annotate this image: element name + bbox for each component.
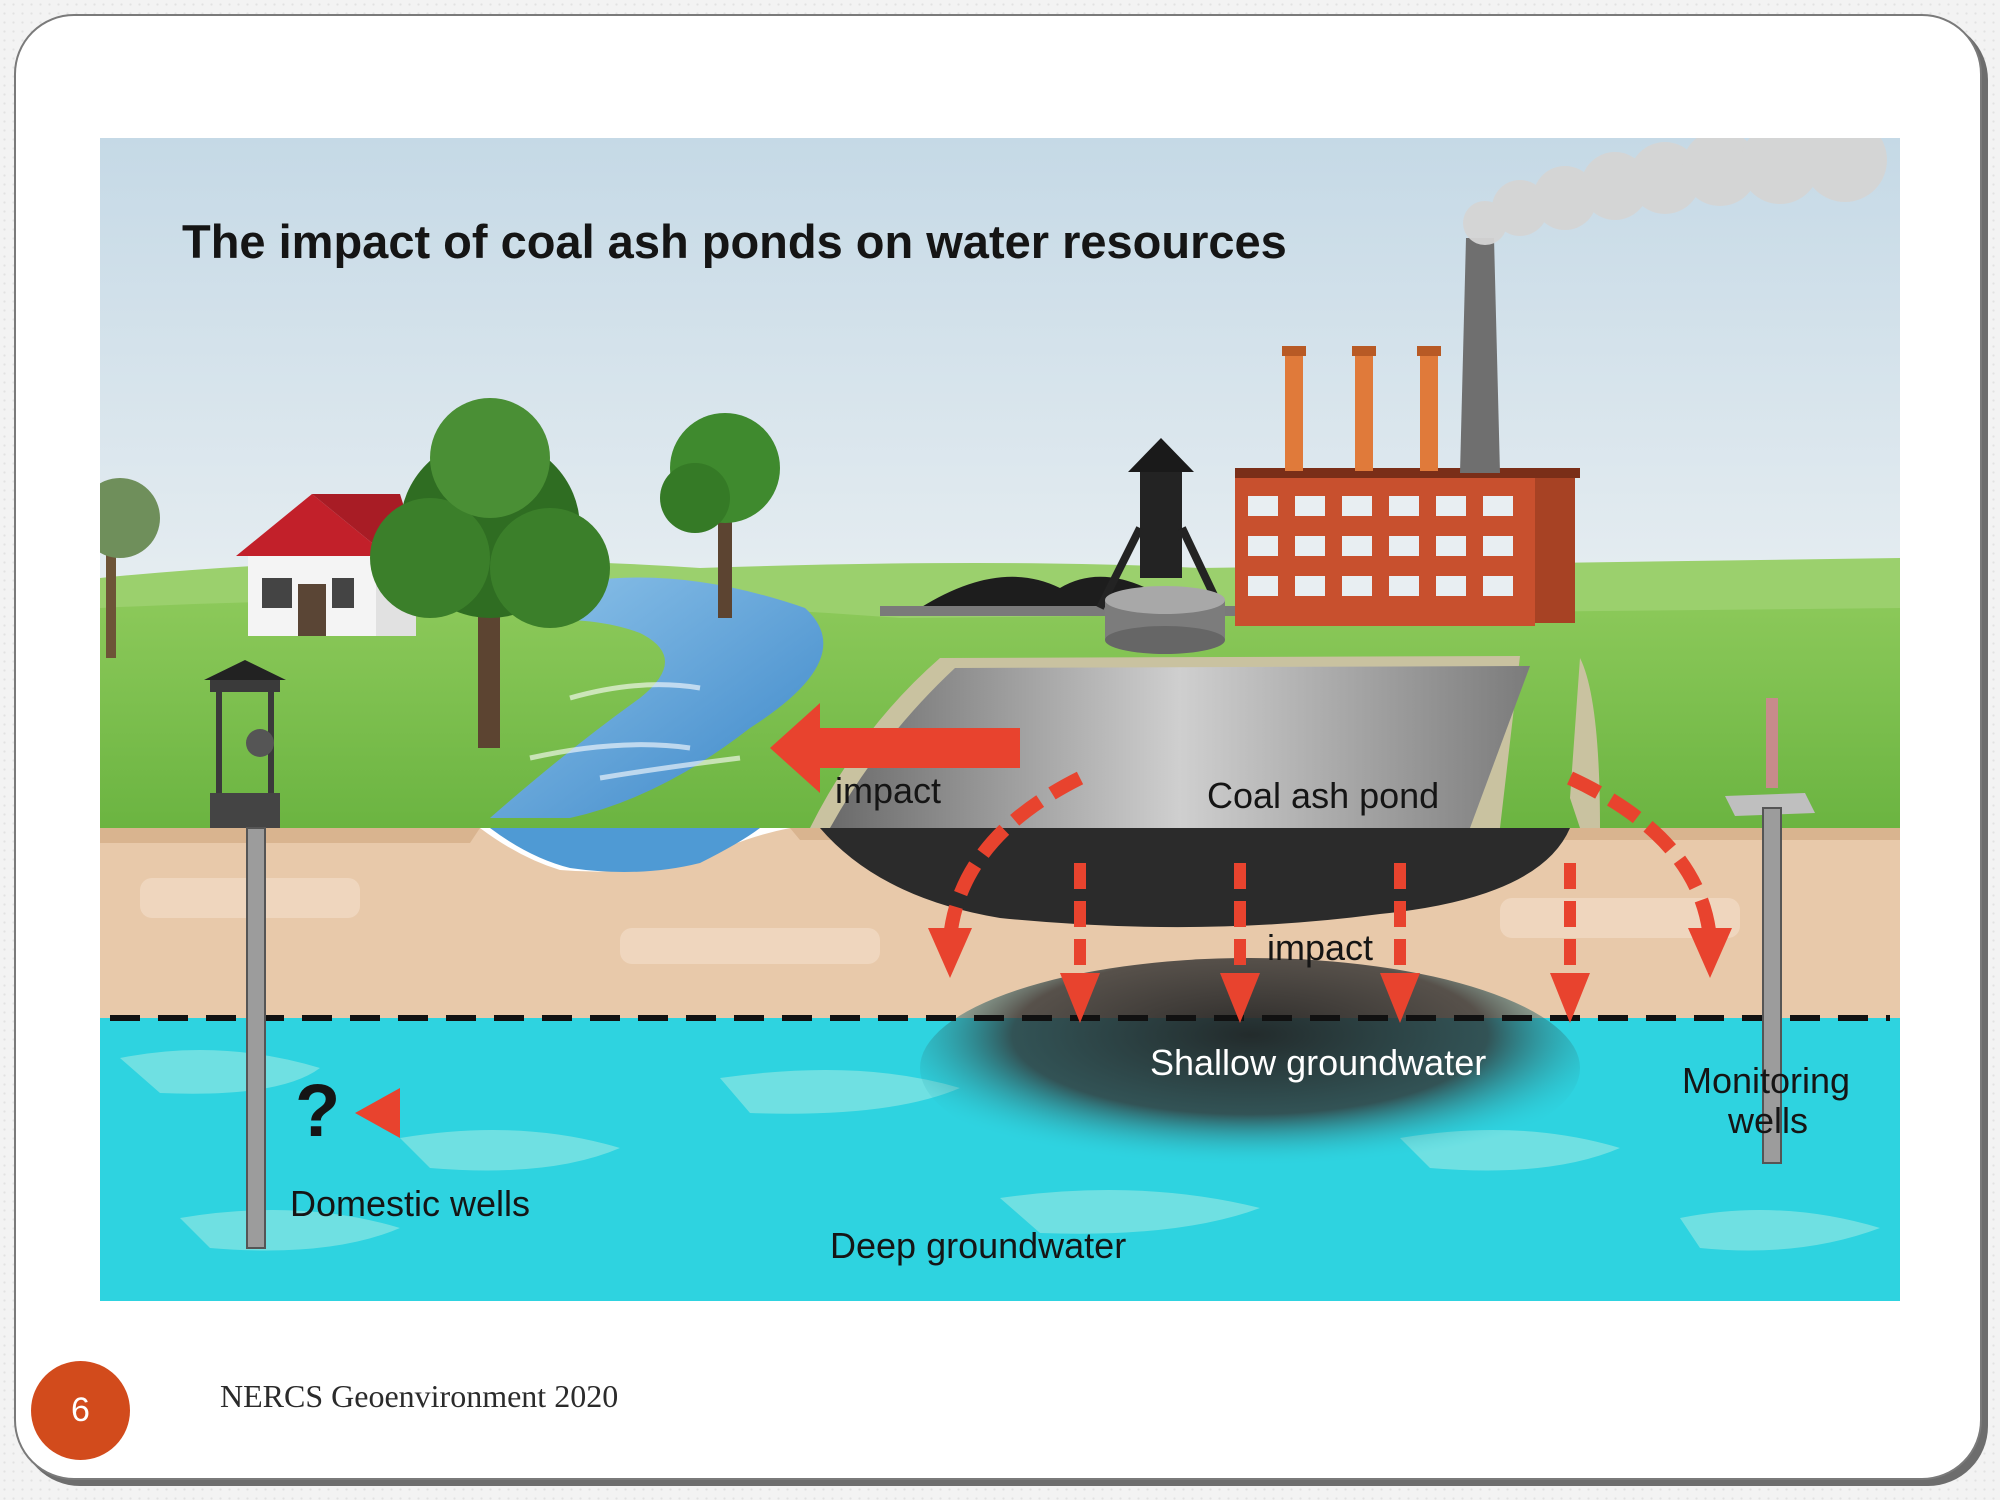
impact-arrow-river bbox=[770, 703, 1020, 793]
arrowhead bbox=[355, 1088, 400, 1138]
coal-ash-diagram: The impact of coal ash ponds on water re… bbox=[100, 138, 1900, 1301]
arrowhead bbox=[928, 928, 972, 978]
soil-patch bbox=[1500, 898, 1740, 938]
impact-arrow-curved-right bbox=[1567, 771, 1717, 939]
groundwater-texture bbox=[120, 1050, 1880, 1251]
impact-arrows-down bbox=[1060, 863, 1590, 1023]
river-crosssection bbox=[490, 828, 760, 872]
coal-ash-pond-section bbox=[820, 828, 1570, 928]
smoke-plume bbox=[1463, 138, 1887, 245]
factory-windows bbox=[1248, 496, 1513, 596]
house-icon bbox=[236, 494, 420, 636]
impact-arrow-curved-left bbox=[943, 771, 1084, 939]
diagram-title: The impact of coal ash ponds on water re… bbox=[182, 215, 1287, 268]
label-coal-ash-pond: Coal ash pond bbox=[1207, 775, 1439, 816]
tree-icon bbox=[370, 398, 610, 748]
river bbox=[490, 577, 824, 818]
label-impact-down: impact bbox=[1267, 927, 1373, 968]
domestic-well-pipe bbox=[246, 827, 266, 1249]
label-monitoring-wells-line1: Monitoring bbox=[1682, 1060, 1850, 1101]
river-ripples bbox=[529, 682, 741, 781]
question-mark: ? bbox=[295, 1069, 340, 1152]
storage-tank-icon bbox=[1105, 586, 1225, 654]
label-shallow-groundwater: Shallow groundwater bbox=[1150, 1042, 1486, 1083]
tree-icon bbox=[100, 478, 160, 658]
water-well-icon bbox=[204, 660, 286, 828]
arrowhead bbox=[1688, 928, 1732, 978]
conveyor-ground bbox=[880, 606, 1310, 616]
footer-text: NERCS Geoenvironment 2020 bbox=[220, 1378, 619, 1414]
coal-ash-pond-surface bbox=[830, 666, 1530, 828]
label-impact-river: impact bbox=[835, 770, 941, 811]
coal-tipple-icon bbox=[1096, 438, 1224, 610]
smokestack-icon bbox=[1460, 238, 1500, 473]
contaminant-plume bbox=[920, 958, 1580, 1178]
label-deep-groundwater: Deep groundwater bbox=[830, 1225, 1126, 1266]
label-domestic-wells: Domestic wells bbox=[290, 1183, 530, 1224]
tree-icon bbox=[660, 413, 780, 618]
soil-patch bbox=[620, 928, 880, 964]
monitoring-well-icon bbox=[1725, 698, 1815, 1164]
page-number-badge: 6 bbox=[31, 1361, 130, 1460]
label-monitoring-wells-line2: wells bbox=[1727, 1100, 1808, 1141]
smokestack-icon bbox=[1282, 346, 1441, 471]
